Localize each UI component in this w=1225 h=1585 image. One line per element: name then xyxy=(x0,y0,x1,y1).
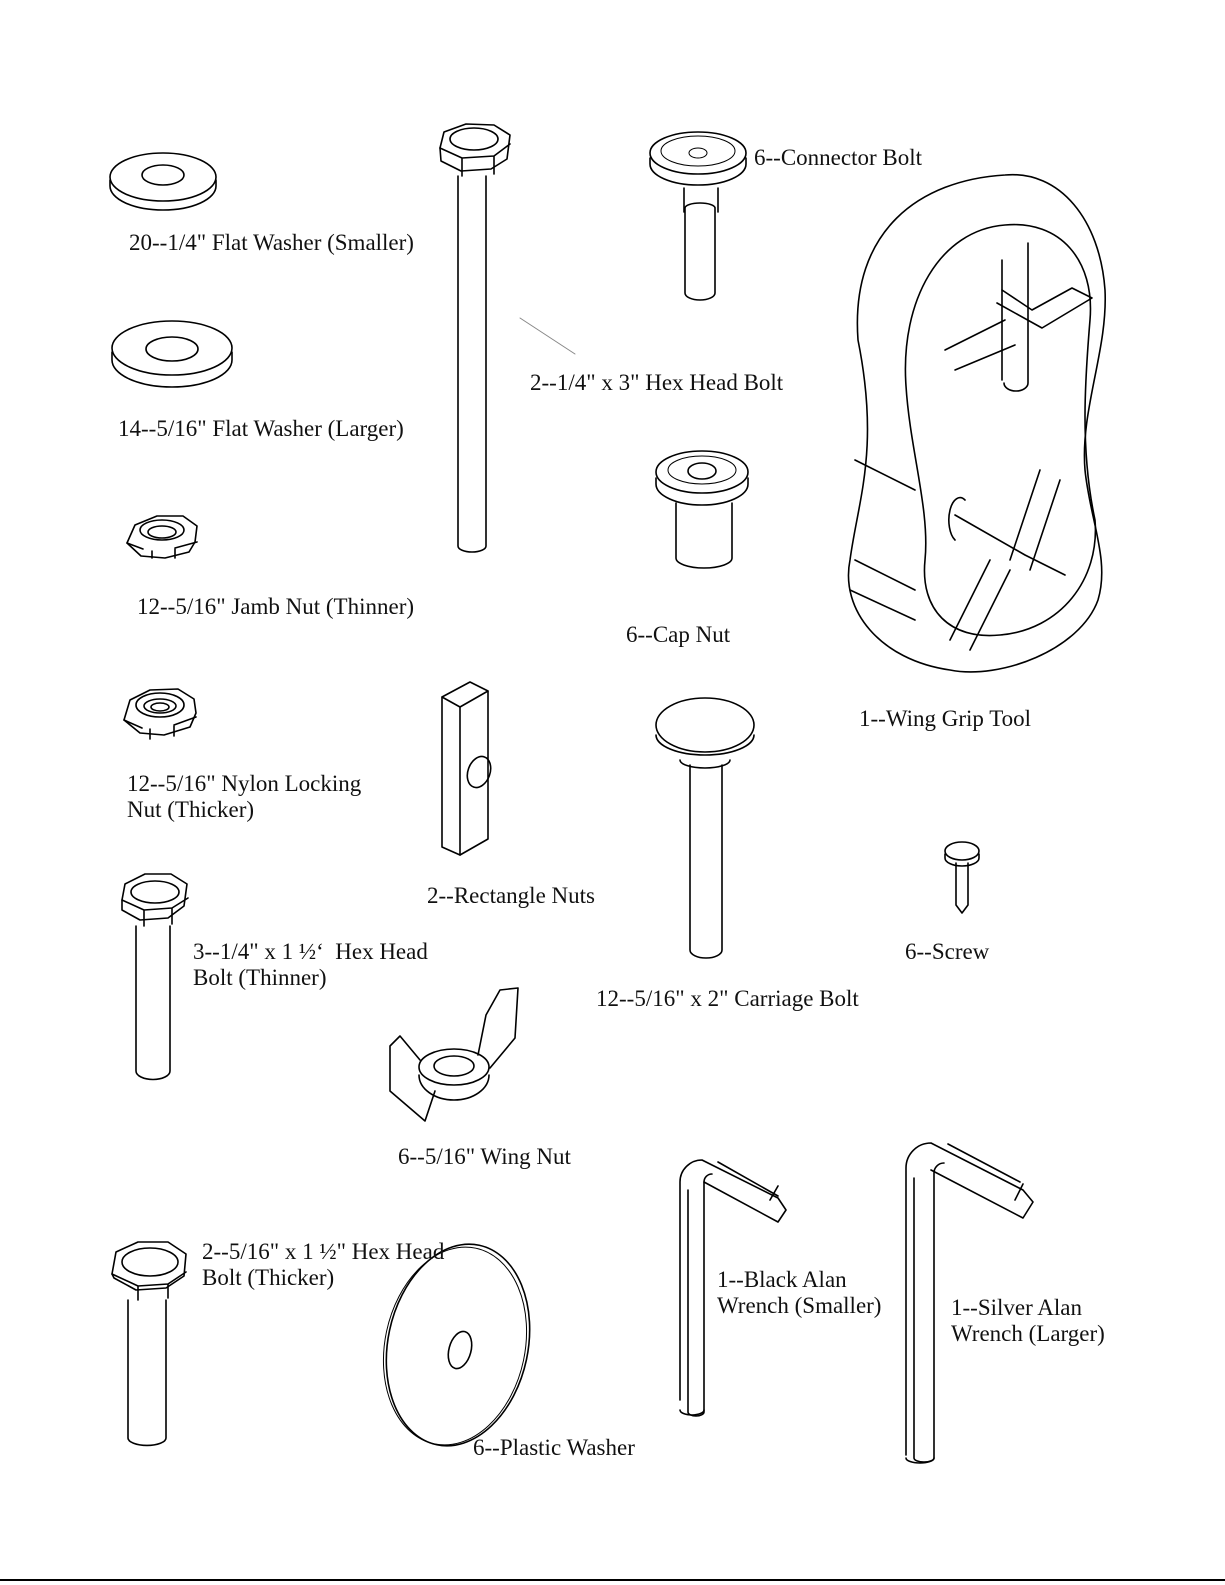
flat-washer-large-icon xyxy=(111,320,233,388)
page-bottom-rule xyxy=(0,1579,1225,1581)
carriage-bolt-label: 12--5/16" x 2" Carriage Bolt xyxy=(596,986,859,1011)
hex-bolt-thick-label: 2--5/16" x 1 ½" Hex Head Bolt (Thicker) xyxy=(202,1239,445,1290)
nylon-locking-nut-label: 12--5/16" Nylon Locking Nut (Thicker) xyxy=(127,771,362,822)
black-alan-wrench-icon xyxy=(679,1159,787,1417)
wing-nut-icon xyxy=(389,987,519,1122)
wing-grip-tool-icon xyxy=(847,173,1106,673)
plastic-washer-label: 6--Plastic Washer xyxy=(473,1435,635,1460)
cap-nut-label: 6--Cap Nut xyxy=(626,622,731,647)
hex-bolt-thin-icon xyxy=(121,873,189,1081)
connector-bolt-label: 6--Connector Bolt xyxy=(754,145,922,170)
nylon-locking-nut-icon xyxy=(123,688,197,740)
carriage-bolt-icon xyxy=(655,697,755,959)
plastic-washer-icon xyxy=(382,1243,531,1447)
flat-washer-small-label: 20--1/4" Flat Washer (Smaller) xyxy=(129,230,414,255)
black-alan-wrench-label: 1--Black Alan Wrench (Smaller) xyxy=(717,1267,882,1318)
hex-bolt-3in-icon xyxy=(439,123,511,553)
flat-washer-small-icon xyxy=(109,152,217,211)
rectangle-nuts-label: 2--Rectangle Nuts xyxy=(427,883,595,908)
connector-bolt-icon xyxy=(649,131,747,301)
hex-bolt-thin-label: 3--1/4" x 1 ½‘ Hex Head Bolt (Thinner) xyxy=(193,939,428,990)
cap-nut-icon xyxy=(655,450,749,569)
hex-bolt-thick-icon xyxy=(111,1241,187,1447)
flat-washer-large-label: 14--5/16" Flat Washer (Larger) xyxy=(118,416,404,441)
wing-grip-tool-label: 1--Wing Grip Tool xyxy=(859,706,1032,731)
leader-line xyxy=(519,317,576,355)
screw-label: 6--Screw xyxy=(905,939,990,964)
jamb-nut-icon xyxy=(126,515,198,559)
jamb-nut-label: 12--5/16" Jamb Nut (Thinner) xyxy=(137,594,415,619)
silver-alan-wrench-label: 1--Silver Alan Wrench (Larger) xyxy=(951,1295,1105,1346)
screw-icon xyxy=(944,841,980,914)
rectangle-nuts-icon xyxy=(441,681,492,856)
wing-nut-label: 6--5/16" Wing Nut xyxy=(398,1144,571,1169)
hex-bolt-3in-label: 2--1/4" x 3" Hex Head Bolt xyxy=(530,370,784,395)
silver-alan-wrench-icon xyxy=(905,1142,1034,1464)
